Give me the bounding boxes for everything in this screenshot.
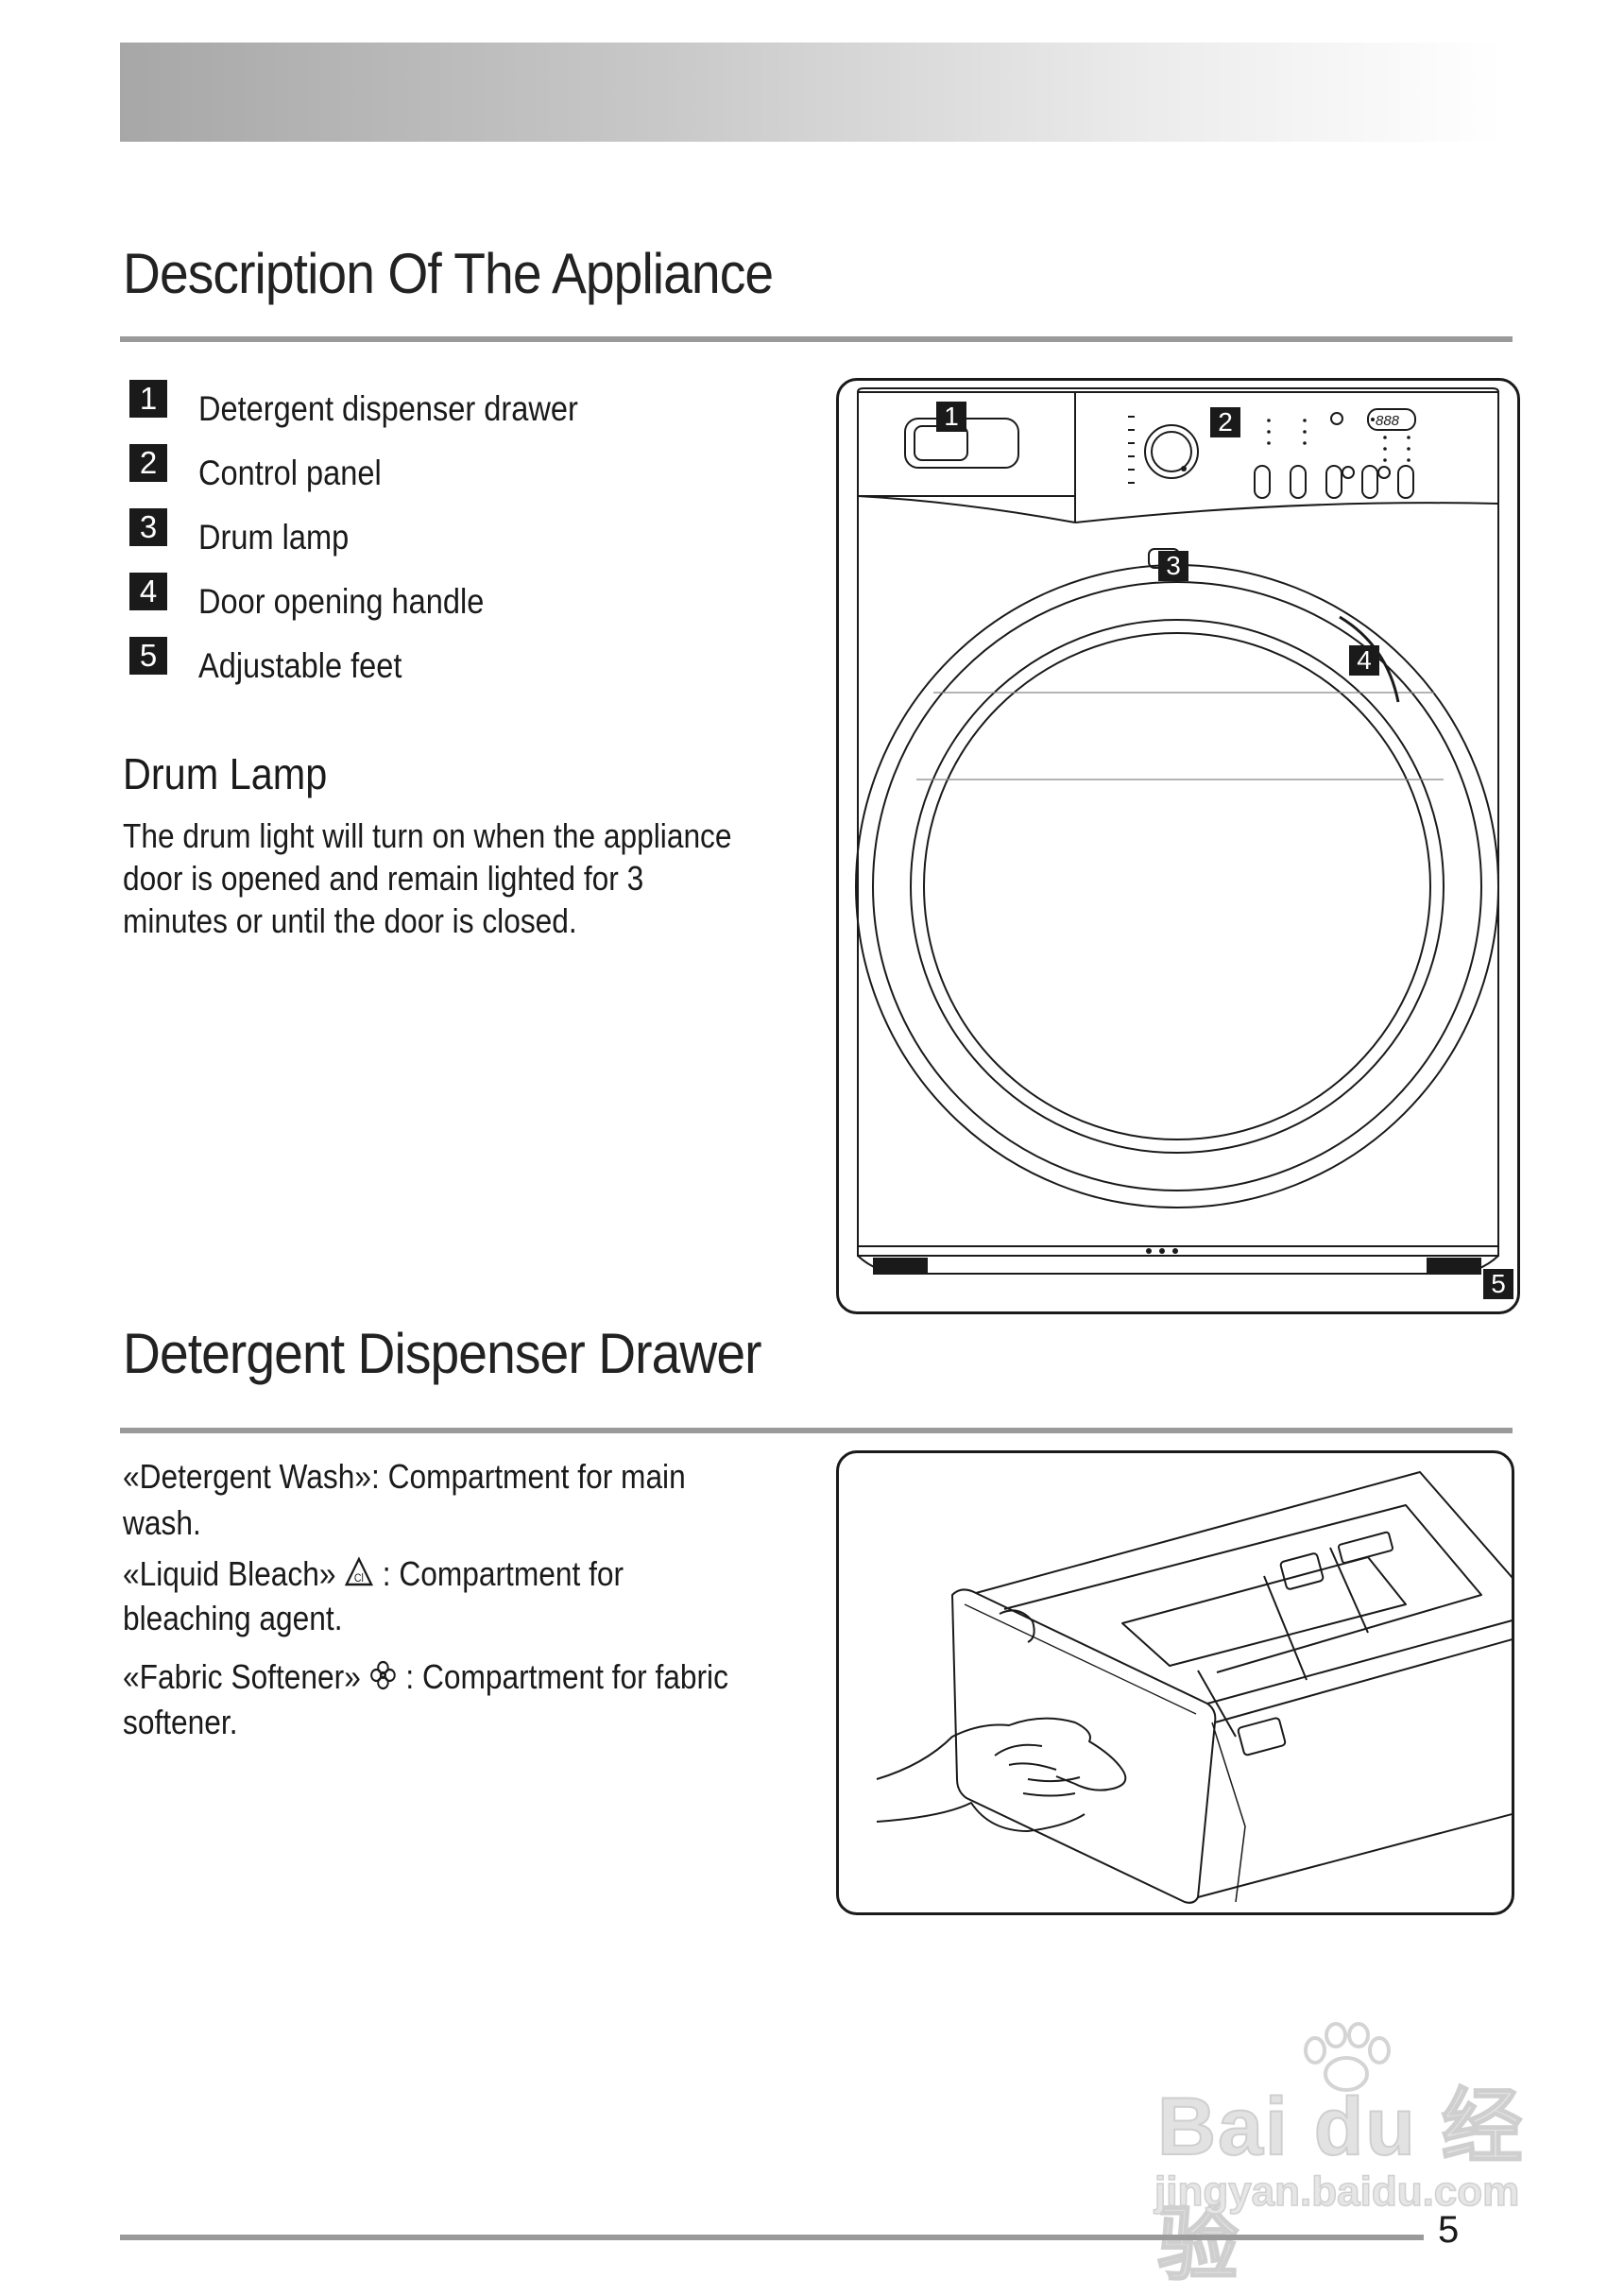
callout-3: 3 (1158, 551, 1188, 581)
softener-text-line: softener. (123, 1703, 238, 1741)
part-number-badge: 1 (129, 380, 167, 418)
callout-4: 4 (1349, 645, 1379, 676)
part-label: Detergent dispenser drawer (198, 389, 578, 428)
drum-lamp-text-line: The drum light will turn on when the app… (123, 816, 732, 855)
part-label: Door opening handle (198, 582, 485, 621)
bleach-label: «Liquid Bleach» (123, 1554, 336, 1593)
bleach-text-line: bleaching agent. (123, 1599, 343, 1637)
bleach-icon-text: Cl (354, 1572, 364, 1585)
section-rule (120, 336, 1513, 342)
drum-lamp-text-line: minutes or until the door is closed. (123, 901, 577, 940)
softener-text-line: «Fabric Softener» : Compartment for fabr… (123, 1655, 728, 1701)
softener-description: : Compartment for fabric (405, 1657, 728, 1696)
page-number: 5 (1438, 2209, 1460, 2251)
drawer-figure (836, 1450, 1514, 1915)
callout-2: 2 (1210, 407, 1240, 437)
bleach-triangle-icon: Cl (344, 1555, 374, 1598)
flower-icon (369, 1658, 398, 1701)
part-number-badge: 2 (129, 444, 167, 482)
bleach-text-line: «Liquid Bleach» Cl : Compartment for (123, 1552, 624, 1598)
bleach-description: : Compartment for (382, 1554, 624, 1593)
part-number-badge: 4 (129, 573, 167, 610)
callout-5: 5 (1483, 1269, 1513, 1299)
drum-lamp-text-line: door is opened and remain lighted for 3 (123, 859, 644, 898)
wash-text-line: wash. (123, 1503, 201, 1542)
section-rule (120, 1428, 1513, 1433)
appliance-figure: 888 1 2 3 4 5 (836, 378, 1520, 1314)
part-number-badge: 5 (129, 637, 167, 675)
drum-lamp-heading: Drum Lamp (123, 749, 328, 798)
header-band (120, 43, 1502, 142)
dispenser-drawer-illustration (876, 1471, 1512, 1904)
callout-1: 1 (936, 402, 966, 432)
part-label: Control panel (198, 454, 382, 492)
section-title-drawer: Detergent Dispenser Drawer (123, 1322, 761, 1385)
washing-machine-illustration: 888 (855, 387, 1499, 1275)
paw-logo-icon (1304, 2022, 1391, 2092)
part-label: Drum lamp (198, 518, 350, 557)
section-title-appliance: Description Of The Appliance (123, 242, 774, 305)
footer-rule (120, 2235, 1424, 2240)
part-label: Adjustable feet (198, 646, 402, 685)
display-readout: 888 (1376, 413, 1400, 429)
part-number-badge: 3 (129, 508, 167, 546)
wash-text-line: «Detergent Wash»: Compartment for main (123, 1457, 686, 1496)
watermark-url: jingyan.baidu.com (1154, 2167, 1520, 2216)
softener-label: «Fabric Softener» (123, 1657, 361, 1696)
